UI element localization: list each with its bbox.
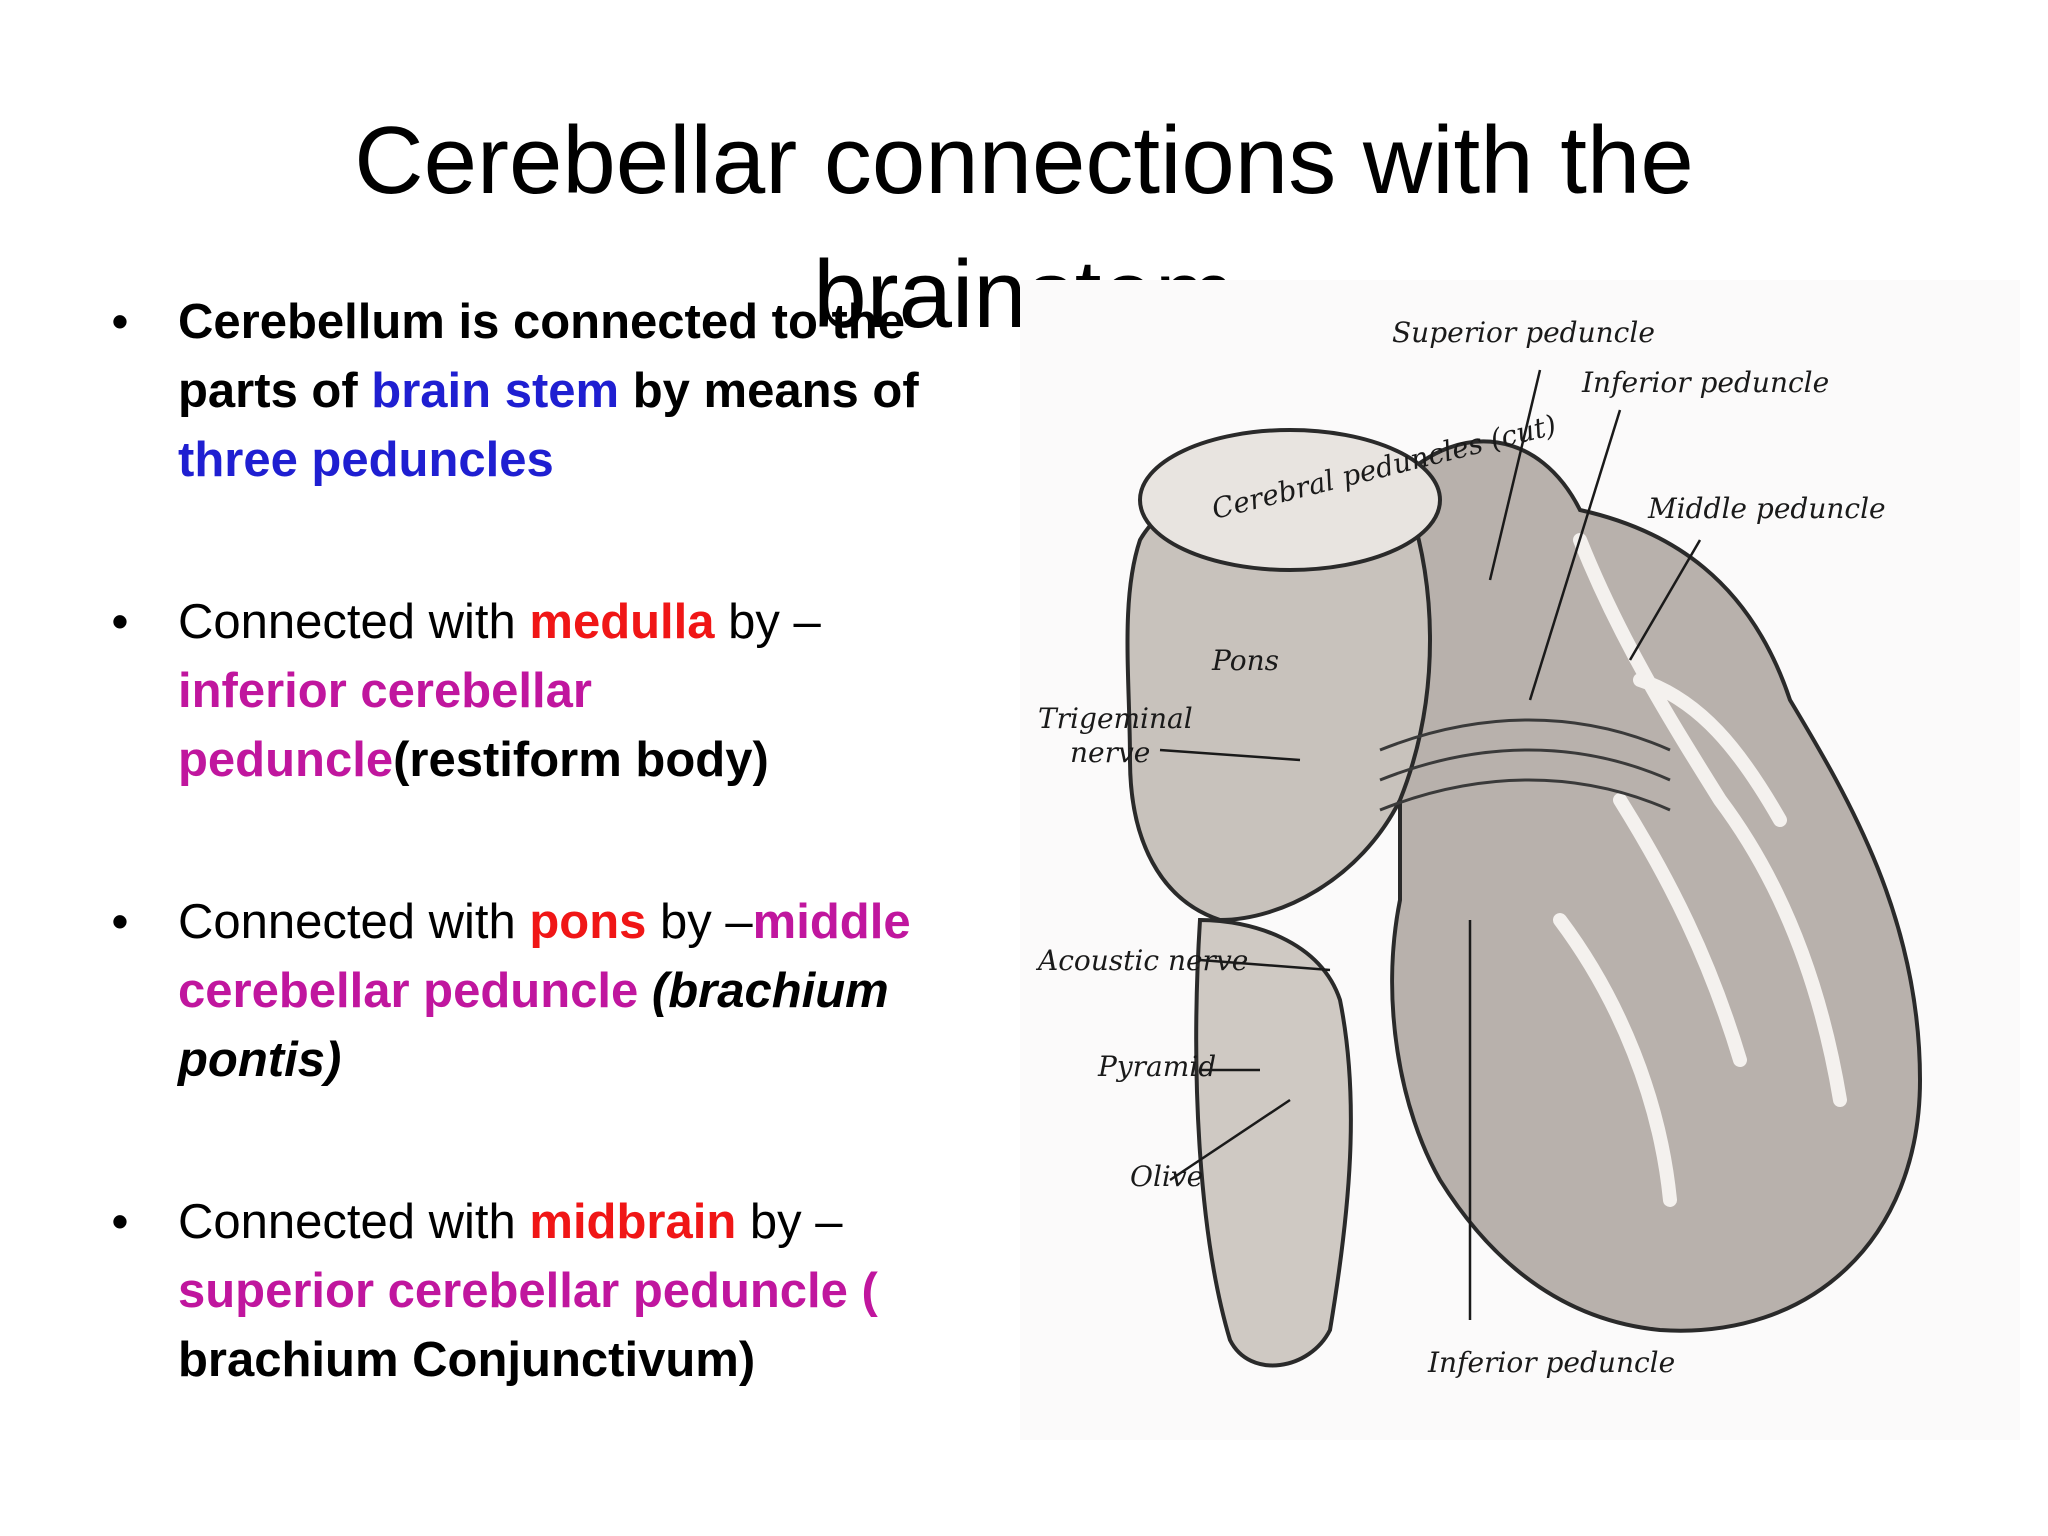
bullet-pons: • Connected with pons by –middle cerebel… bbox=[100, 888, 980, 1095]
bullet-marker: • bbox=[111, 895, 129, 949]
middle-peduncle-fibers bbox=[1379, 718, 1671, 812]
bullet-text: Cerebellum is connected to the parts of bbox=[178, 295, 905, 418]
bullet-text: by – bbox=[714, 595, 821, 649]
label-inferior-peduncle-top: Inferior peduncle bbox=[1581, 366, 1829, 399]
label-pons: Pons bbox=[1211, 644, 1279, 677]
leader-lines bbox=[1159, 369, 1702, 1320]
term-restiform-body: (restiform body) bbox=[393, 733, 769, 787]
label-pyramid: Pyramid bbox=[1097, 1050, 1216, 1083]
bullet-midbrain: • Connected with midbrain by – superior … bbox=[100, 1188, 980, 1395]
term-three-peduncles: three peduncles bbox=[178, 433, 554, 487]
arbor-vitae bbox=[1553, 533, 1847, 1207]
bullet-text: by – bbox=[646, 895, 753, 949]
medulla-shape bbox=[1194, 917, 1353, 1368]
term-midbrain: midbrain bbox=[529, 1195, 737, 1249]
label-trigeminal-nerve: nerve bbox=[1070, 736, 1150, 769]
term-inferior-cerebellar-peduncle: inferior cerebellar peduncle bbox=[178, 664, 592, 787]
label-acoustic-nerve: Acoustic nerve bbox=[1035, 944, 1248, 977]
bullet-medulla: • Connected with medulla by – inferior c… bbox=[100, 588, 980, 795]
label-olive: Olive bbox=[1130, 1160, 1203, 1193]
bullet-text: by – bbox=[736, 1195, 843, 1249]
term-brachium-pontis: (brachium pontis) bbox=[178, 964, 889, 1087]
cerebellum-shape bbox=[1390, 439, 1923, 1333]
bullet-text: Connected with bbox=[178, 1195, 530, 1249]
bullet-marker: • bbox=[111, 595, 129, 649]
bullet-text: by means of bbox=[619, 364, 919, 418]
bullet-marker: • bbox=[111, 1195, 129, 1249]
cerebral-peduncles-cut bbox=[1138, 428, 1442, 572]
term-superior-cerebellar-peduncle: superior cerebellar peduncle ( bbox=[178, 1264, 878, 1318]
term-brachium-conjunctivum: brachium Conjunctivum) bbox=[178, 1333, 756, 1387]
bullet-cerebellum-connections: • Cerebellum is connected to the parts o… bbox=[100, 288, 980, 495]
term-middle-cerebellar-peduncle: middle cerebellar peduncle bbox=[178, 895, 911, 1018]
term-medulla: medulla bbox=[529, 595, 715, 649]
term-brain-stem: brain stem bbox=[371, 364, 620, 418]
label-middle-peduncle: Middle peduncle bbox=[1647, 492, 1886, 525]
bullet-text bbox=[638, 964, 652, 1018]
label-superior-peduncle: Superior peduncle bbox=[1392, 316, 1655, 349]
label-inferior-peduncle-bottom: Inferior peduncle bbox=[1427, 1346, 1675, 1379]
bullet-text: Connected with bbox=[178, 895, 530, 949]
brainstem-cerebellum-illustration: Superior peduncle Inferior peduncle Midd… bbox=[1020, 280, 2020, 1440]
label-trigeminal: Trigeminal bbox=[1038, 702, 1193, 735]
anatomy-drawing: Superior peduncle Inferior peduncle Midd… bbox=[1035, 316, 1923, 1379]
bullet-text: Connected with bbox=[178, 595, 530, 649]
bullet-marker: • bbox=[111, 295, 129, 349]
term-pons: pons bbox=[529, 895, 647, 949]
